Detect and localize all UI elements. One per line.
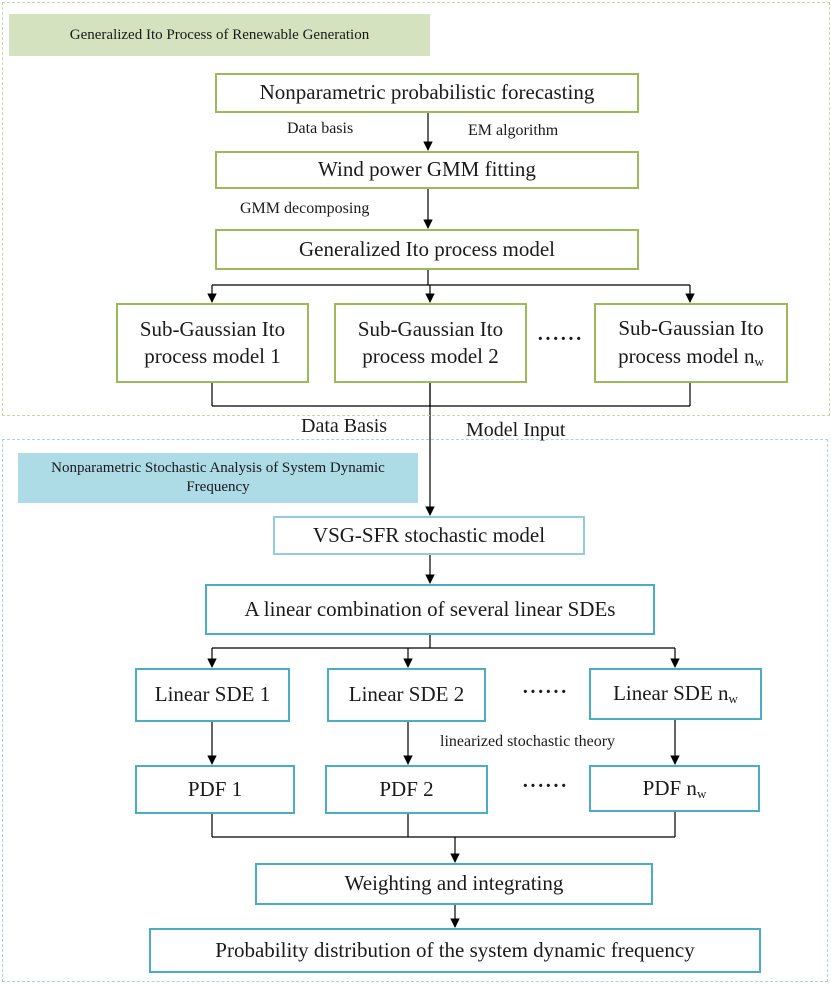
- vsg-model-box: VSG-SFR stochastic model: [273, 516, 585, 555]
- vsg-model-label: VSG-SFR stochastic model: [312, 522, 546, 547]
- linearized-theory-label: linearized stochastic theory: [440, 733, 616, 750]
- sde-n-label: Linear SDE n: [613, 681, 729, 706]
- ito-model-label: Generalized Ito process model: [299, 236, 555, 261]
- linear-combination-label: A linear combination of several linear S…: [244, 596, 616, 621]
- sub-model-box-n: Sub-Gaussian Ito process model nw: [594, 303, 788, 383]
- pdf-box-n: PDF nw: [589, 765, 760, 812]
- pdf-1-label: PDF 1: [187, 776, 243, 801]
- sub-model-2-line1: Sub-Gaussian Ito: [357, 316, 504, 341]
- region-title-stochastic: Nonparametric Stochastic Analysis of Sys…: [18, 453, 418, 503]
- forecasting-box: Nonparametric probabilistic forecasting: [215, 73, 639, 113]
- gmm-fitting-box: Wind power GMM fitting: [215, 151, 639, 189]
- sde-box-n: Linear SDE nw: [589, 668, 762, 720]
- probability-box: Probability distribution of the system d…: [149, 928, 761, 973]
- sde-ellipsis: ······: [522, 681, 569, 703]
- data-basis-link-label: Data Basis: [301, 415, 388, 437]
- renewable-generation-region: [2, 2, 830, 416]
- sub-model-1-line1: Sub-Gaussian Ito: [139, 316, 286, 341]
- ito-model-box: Generalized Ito process model: [215, 229, 639, 270]
- pdf-box-2: PDF 2: [325, 765, 488, 814]
- em-algorithm-label: EM algorithm: [468, 122, 559, 139]
- sde-box-2: Linear SDE 2: [327, 668, 486, 722]
- sub-model-n-line1: Sub-Gaussian Ito: [618, 316, 764, 341]
- region-title-renewable: Generalized Ito Process of Renewable Gen…: [9, 14, 430, 56]
- sde-n-subscript: w: [728, 691, 738, 707]
- sub-model-2-line2: process model 2: [362, 344, 499, 368]
- model-input-link-label: Model Input: [466, 419, 566, 441]
- sub-model-box-1: Sub-Gaussian Ito process model 1: [116, 303, 309, 383]
- pdf-n-label: PDF n: [642, 775, 697, 800]
- sde-1-label: Linear SDE 1: [154, 682, 271, 707]
- sde-2-label: Linear SDE 2: [348, 682, 465, 707]
- sub-model-n-subscript: w: [754, 353, 764, 369]
- pdf-ellipsis: ······: [522, 775, 569, 797]
- linear-combination-box: A linear combination of several linear S…: [205, 584, 655, 635]
- sub-model-1-line2: process model 1: [144, 344, 281, 368]
- sub-model-box-2: Sub-Gaussian Ito process model 2: [334, 303, 527, 383]
- gmm-decomposing-label: GMM decomposing: [240, 200, 370, 217]
- pdf-box-1: PDF 1: [135, 765, 295, 814]
- data-basis-label: Data basis: [287, 120, 354, 137]
- region-title-renewable-text: Generalized Ito Process of Renewable Gen…: [69, 26, 370, 43]
- gmm-fitting-label: Wind power GMM fitting: [318, 157, 536, 182]
- stochastic-analysis-region: [2, 439, 828, 982]
- forecasting-label: Nonparametric probabilistic forecasting: [259, 80, 595, 105]
- region-title-stochastic-text: Nonparametric Stochastic Analysis of Sys…: [51, 460, 385, 495]
- pdf-2-label: PDF 2: [379, 776, 434, 801]
- pdf-n-subscript: w: [696, 785, 707, 801]
- sub-model-n-line2: process model n: [618, 343, 755, 368]
- weighting-box: Weighting and integrating: [255, 863, 653, 905]
- sub-model-ellipsis: ······: [537, 328, 584, 350]
- weighting-label: Weighting and integrating: [344, 871, 564, 896]
- probability-label: Probability distribution of the system d…: [215, 937, 695, 962]
- sde-box-1: Linear SDE 1: [135, 668, 290, 722]
